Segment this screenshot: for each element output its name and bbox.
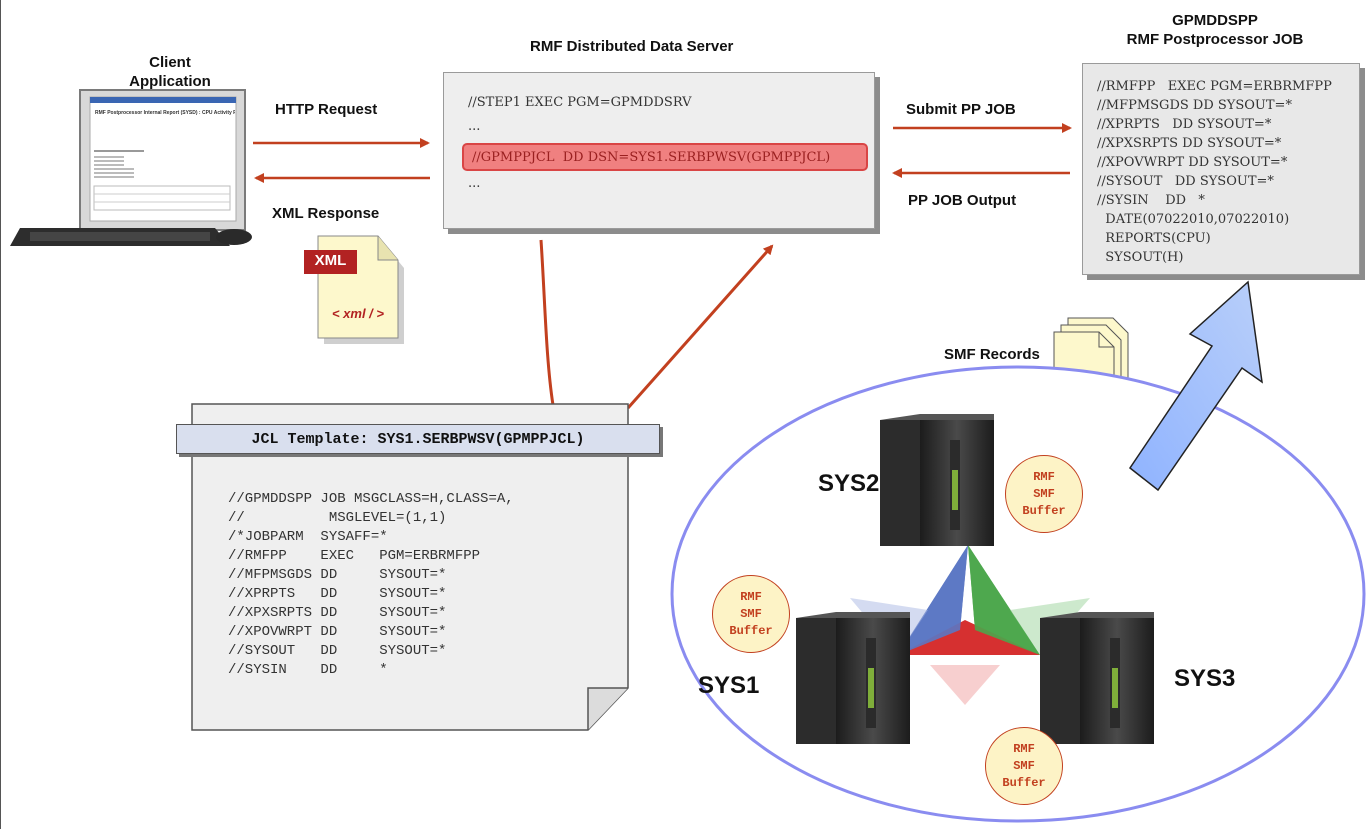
jcl-template-page xyxy=(191,403,629,731)
pp-job-line: //SYSIN DD * xyxy=(1097,193,1205,208)
smf-to-pp-job-arrow xyxy=(1128,280,1263,492)
jcl-line: // MSGLEVEL=(1,1) xyxy=(228,510,447,526)
xml-tag: < xml / > xyxy=(331,306,385,321)
client-computer-icon xyxy=(10,89,252,246)
buffer-line1: RMF xyxy=(1033,469,1055,484)
buffer-line3: Buffer xyxy=(729,623,773,638)
template-to-server-arrow xyxy=(626,244,774,409)
pp-job-box: //RMFPP EXEC PGM=ERBRMFPP //MFPMSGDS DD … xyxy=(1082,63,1360,275)
xml-response-label: XML Response xyxy=(272,205,380,222)
pp-job-line: //SYSOUT DD SYSOUT=* xyxy=(1097,174,1274,189)
client-screen-title: RMF Postprocessor Internal Report (SYSD)… xyxy=(95,110,235,116)
buffer-line2: SMF xyxy=(1013,758,1035,773)
sys3-label: SYS3 xyxy=(1174,665,1236,692)
server-code-line4: ... xyxy=(468,176,481,191)
smf-records-label: SMF Records xyxy=(944,346,1040,363)
xml-badge: XML xyxy=(314,252,347,269)
buffer-line1: RMF xyxy=(1013,741,1035,756)
client-title: Client Application xyxy=(100,53,240,91)
jcl-line: //SYSOUT DD SYSOUT=* xyxy=(228,643,447,659)
jcl-line: //SYSIN DD * xyxy=(228,662,388,678)
pp-job-title: GPMDDSPP RMF Postprocessor JOB xyxy=(1060,11,1370,49)
server-code-highlight: //GPMPPJCL DD DSN=SYS1.SERBPWSV(GPMPPJCL… xyxy=(462,143,868,171)
pp-job-line: //XPRPTS DD SYSOUT=* xyxy=(1097,117,1272,132)
jcl-line: //XPXSRPTS DD SYSOUT=* xyxy=(228,605,447,621)
pp-job-title-line2: RMF Postprocessor JOB xyxy=(1126,31,1304,48)
buffer-line2: SMF xyxy=(1033,486,1055,501)
server-code-line2: ... xyxy=(468,119,481,134)
pp-job-title-line1: GPMDDSPP xyxy=(1172,12,1258,29)
pp-job-line: //MFPMSGDS DD SYSOUT=* xyxy=(1097,98,1292,113)
pp-job-line: SYSOUT(H) xyxy=(1097,250,1184,265)
sys2-label: SYS2 xyxy=(818,470,880,497)
submit-pp-job-label: Submit PP JOB xyxy=(906,101,1016,118)
pp-job-output-label: PP JOB Output xyxy=(908,192,1017,209)
http-request-label: HTTP Request xyxy=(275,101,378,118)
sys1-label: SYS1 xyxy=(698,672,760,699)
pp-job-line: //XPXSRPTS DD SYSOUT=* xyxy=(1097,136,1282,151)
jcl-template-title-bar: JCL Template: SYS1.SERBPWSV(GPMPPJCL) xyxy=(176,424,660,454)
jcl-line: //GPMDDSPP JOB MSGCLASS=H,CLASS=A, xyxy=(228,491,514,507)
client-title-line2: Application xyxy=(129,73,211,90)
server-title: RMF Distributed Data Server xyxy=(530,38,734,55)
buffer-line2: SMF xyxy=(740,606,762,621)
pp-job-line: DATE(07022010,07022010) xyxy=(1097,212,1290,227)
sys2-server-icon xyxy=(880,414,994,546)
xml-document-icon xyxy=(304,235,404,344)
jcl-template-title: JCL Template: SYS1.SERBPWSV(GPMPPJCL) xyxy=(251,431,585,448)
jcl-line: //MFPMSGDS DD SYSOUT=* xyxy=(228,567,447,583)
server-code-highlight-text: //GPMPPJCL DD DSN=SYS1.SERBPWSV(GPMPPJCL… xyxy=(472,150,831,165)
jcl-line: //XPOVWRPT DD SYSOUT=* xyxy=(228,624,447,640)
jcl-line: //XPRPTS DD SYSOUT=* xyxy=(228,586,447,602)
server-box: //STEP1 EXEC PGM=GPMDDSRV ... //GPMPPJCL… xyxy=(443,72,875,229)
buffer-line3: Buffer xyxy=(1022,503,1066,518)
pp-job-line: //XPOVWRPT DD SYSOUT=* xyxy=(1097,155,1288,170)
jcl-line: //RMFPP EXEC PGM=ERBRMFPP xyxy=(228,548,481,564)
sys3-server-icon xyxy=(1040,612,1154,744)
pp-job-line: REPORTS(CPU) xyxy=(1097,231,1211,246)
buffer-line1: RMF xyxy=(740,589,762,604)
buffer-line3: Buffer xyxy=(1002,775,1046,790)
sys1-rmf-smf-buffer: RMF SMF Buffer xyxy=(712,575,790,653)
sysplex-pyramid-icon xyxy=(850,545,1090,705)
jcl-line: /*JOBPARM SYSAFF=* xyxy=(228,529,388,545)
server-code-line1: //STEP1 EXEC PGM=GPMDDSRV xyxy=(468,95,692,110)
sys1-server-icon xyxy=(796,612,910,744)
client-title-line1: Client xyxy=(149,54,191,71)
sys3-rmf-smf-buffer: RMF SMF Buffer xyxy=(985,727,1063,805)
pp-job-line: //RMFPP EXEC PGM=ERBRMFPP xyxy=(1097,79,1332,94)
server-to-template-connector xyxy=(539,239,555,406)
sys2-rmf-smf-buffer: RMF SMF Buffer xyxy=(1005,455,1083,533)
